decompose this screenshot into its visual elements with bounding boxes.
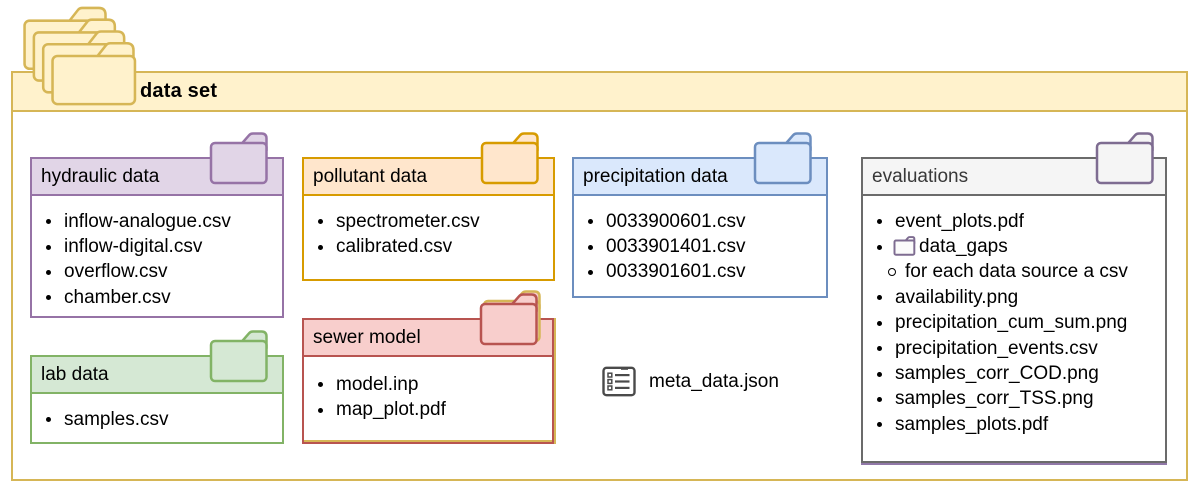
file-name: samples_plots.pdf (895, 413, 1049, 435)
list-item: calibrated.csv (304, 234, 549, 259)
list-item: samples_corr_COD.png (863, 361, 1161, 386)
file-name: samples_corr_TSS.png (895, 388, 1094, 410)
file-name: inflow-analogue.csv (64, 210, 231, 232)
folder-title: precipitation data (583, 165, 728, 187)
file-list: spectrometer.csv calibrated.csv (304, 196, 553, 260)
list-item-subfolder: data_gaps (863, 234, 1161, 259)
folder-title: lab data (41, 363, 109, 385)
folder-box-lab-data: lab data samples.csv (30, 355, 284, 444)
list-item: 0033900601.csv (574, 209, 822, 234)
bullet-icon (318, 407, 323, 413)
file-list: event_plots.pdf data_gaps for each data … (863, 196, 1165, 438)
list-item: inflow-digital.csv (32, 234, 278, 259)
bullet-icon (46, 417, 51, 423)
bullet-icon (46, 295, 51, 301)
folder-icon (752, 130, 814, 187)
list-item: model.inp (304, 372, 548, 397)
bullet-icon (46, 269, 51, 275)
file-name: calibrated.csv (336, 236, 453, 258)
list-item: samples_corr_TSS.png (863, 387, 1161, 412)
file-name: map_plot.pdf (336, 399, 446, 421)
list-item: chamber.csv (32, 285, 278, 310)
bullet-icon (877, 244, 882, 250)
dataset-header: data set (13, 73, 1186, 112)
list-subitem-note: for each data source a csv (863, 260, 1161, 285)
bullet-icon (877, 371, 882, 377)
circle-bullet-icon (888, 268, 896, 277)
bullet-icon (877, 219, 882, 225)
bullet-icon (318, 244, 323, 250)
bullet-icon (588, 244, 593, 250)
list-item: spectrometer.csv (304, 209, 549, 234)
list-item: precipitation_events.csv (863, 336, 1161, 361)
file-name: precipitation_events.csv (895, 337, 1098, 359)
list-document-icon (602, 366, 636, 397)
bullet-icon (588, 269, 593, 275)
bullet-icon (877, 396, 882, 402)
note-text: for each data source a csv (905, 261, 1128, 283)
folder-icon (208, 130, 270, 187)
bullet-icon (588, 219, 593, 225)
file-name: event_plots.pdf (895, 210, 1024, 232)
file-name: model.inp (336, 373, 419, 395)
list-item: event_plots.pdf (863, 209, 1161, 234)
folder-box-sewer-model: sewer model model.inp map_plot.pdf (302, 318, 554, 444)
bullet-icon (318, 382, 323, 388)
file-name: 0033901601.csv (606, 261, 746, 283)
bullet-icon (877, 422, 882, 428)
list-item: 0033901401.csv (574, 234, 822, 259)
list-item: availability.png (863, 285, 1161, 310)
file-list: inflow-analogue.csv inflow-digital.csv o… (32, 196, 282, 311)
subfolder-name: data_gaps (919, 236, 1008, 258)
subfolder-icon (893, 236, 916, 256)
folder-icon (208, 328, 270, 385)
file-name: samples_corr_COD.png (895, 363, 1099, 385)
list-item: overflow.csv (32, 260, 278, 285)
file-list: model.inp map_plot.pdf (304, 357, 552, 423)
bullet-icon (877, 320, 882, 326)
bullet-icon (46, 244, 51, 250)
folder-box-pollutant-data: pollutant data spectrometer.csv calibrat… (302, 157, 555, 281)
file-name: precipitation_cum_sum.png (895, 312, 1128, 334)
list-item: precipitation_cum_sum.png (863, 311, 1161, 336)
folder-box-hydraulic-data: hydraulic data inflow-analogue.csv inflo… (30, 157, 284, 318)
folder-stack-icon (23, 6, 137, 106)
bullet-icon (46, 219, 51, 225)
folder-box-evaluations: evaluations event_plots.pdf data_gaps fo… (861, 157, 1167, 463)
file-name: spectrometer.csv (336, 210, 480, 232)
file-name: 0033901401.csv (606, 236, 746, 258)
folder-title: hydraulic data (41, 165, 160, 187)
list-item: samples.csv (32, 407, 278, 432)
file-name: chamber.csv (64, 286, 171, 308)
list-item: samples_plots.pdf (863, 412, 1161, 437)
folder-icon (478, 291, 540, 348)
list-item: 0033901601.csv (574, 260, 822, 285)
folder-title: evaluations (872, 165, 969, 187)
folder-icon (1094, 130, 1156, 187)
folder-title: pollutant data (313, 165, 428, 187)
list-item: inflow-analogue.csv (32, 209, 278, 234)
file-name: availability.png (895, 286, 1019, 308)
file-list: samples.csv (32, 394, 282, 432)
file-list: 0033900601.csv 0033901401.csv 0033901601… (574, 196, 826, 285)
file-name: inflow-digital.csv (64, 236, 203, 258)
file-name: samples.csv (64, 408, 169, 430)
folder-box-precipitation-data: precipitation data 0033900601.csv 003390… (572, 157, 828, 298)
bullet-icon (318, 219, 323, 225)
dataset-title: data set (140, 80, 218, 102)
file-name: 0033900601.csv (606, 210, 746, 232)
folder-icon (479, 130, 541, 187)
list-item: map_plot.pdf (304, 397, 548, 422)
folder-title: sewer model (313, 326, 421, 348)
bullet-icon (877, 346, 882, 352)
file-name: meta_data.json (649, 370, 779, 392)
file-name: overflow.csv (64, 261, 168, 283)
bullet-icon (877, 295, 882, 301)
meta-data-file: meta_data.json (602, 366, 779, 397)
